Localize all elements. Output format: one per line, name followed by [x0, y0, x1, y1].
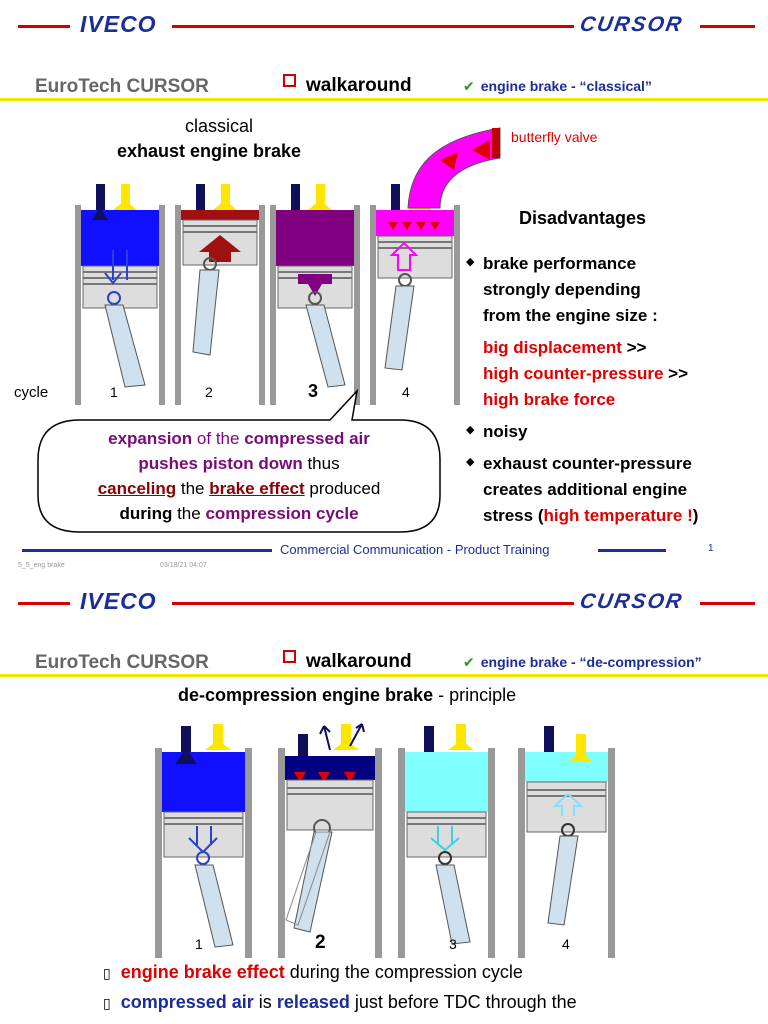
file-name: 5_5_eng brake [18, 562, 65, 569]
topic-label: ✔engine brake - “de-compression” [463, 654, 702, 670]
cycle-number-2: 2 [315, 932, 326, 953]
bullet-brake-effect: ▯engine brake effect during the compress… [103, 962, 523, 982]
cylinder-2 [278, 723, 382, 958]
checkmark-icon: ✔ [463, 78, 475, 94]
cylinder-3 [398, 724, 495, 958]
footer-text: Commercial Communication - Product Train… [280, 542, 550, 557]
cycle-label: cycle [14, 384, 49, 401]
yellow-rule [0, 674, 768, 677]
yellow-rule [0, 98, 768, 101]
butterfly-valve-label: butterfly valve [511, 129, 598, 145]
square-bullet-icon [283, 74, 296, 87]
header-rule-left [18, 25, 70, 28]
square-bullet-icon: ▯ [103, 965, 111, 981]
header-rule-mid [172, 25, 574, 28]
footer-rule-left [22, 549, 272, 552]
page-number: 1 [708, 543, 714, 554]
diamond-bullet-icon: ◆ [466, 256, 475, 268]
iveco-logo: IVECO [80, 588, 157, 614]
bullet-compressed-air: ▯compressed air is released just before … [103, 992, 577, 1012]
cylinder-1 [75, 184, 165, 405]
header-rule-mid [172, 602, 574, 605]
section-title: EuroTech CURSOR [35, 652, 209, 673]
header-rule-left [18, 602, 70, 605]
diamond-bullet-icon: ◆ [466, 424, 475, 436]
diagram-title-line2: exhaust engine brake [117, 141, 302, 161]
walkaround-label: walkaround [283, 650, 412, 673]
square-bullet-icon: ▯ [103, 995, 111, 1011]
header-rule-right [700, 602, 755, 605]
square-bullet-icon [283, 650, 296, 663]
bullet-counter-pressure: ◆ exhaust counter-pressure creates addit… [466, 451, 698, 529]
diagram-title-line1: classical [185, 116, 254, 136]
diagram-title: de-compression engine brake - principle [178, 685, 517, 705]
cycle-number-3: 3 [308, 381, 319, 401]
callout-text: expansion of the compressed air pushes p… [97, 429, 381, 523]
cycle-number-4: 4 [402, 384, 410, 400]
checkmark-icon: ✔ [463, 654, 475, 670]
cycle-number-1: 1 [110, 384, 118, 400]
cylinder-4 [518, 726, 615, 958]
header-rule-right [700, 25, 755, 28]
red-consequences: big displacement >> high counter-pressur… [483, 338, 689, 409]
topic-label: ✔engine brake - “classical” [463, 78, 652, 94]
cycle-number-4: 4 [562, 936, 570, 952]
cylinder-1 [155, 724, 252, 958]
bullet-brake-performance: ◆ brake performance strongly depending f… [466, 251, 658, 329]
diamond-bullet-icon: ◆ [466, 456, 475, 468]
disadvantages-title: Disadvantages [519, 208, 647, 228]
cycle-number-3: 3 [449, 936, 457, 952]
walkaround-label: walkaround [283, 74, 412, 97]
footer-rule-right [598, 549, 666, 552]
iveco-logo: IVECO [80, 11, 157, 37]
section-title: EuroTech CURSOR [35, 76, 209, 97]
cylinder-3 [270, 184, 360, 405]
cycle-number-2: 2 [205, 384, 213, 400]
cylinder-2 [175, 184, 265, 405]
bullet-noisy: ◆ noisy [466, 419, 527, 445]
cycle-number-1: 1 [195, 936, 203, 952]
cylinder-4 [370, 127, 501, 405]
date-stamp: 03/18/21 04:07 [160, 562, 207, 569]
